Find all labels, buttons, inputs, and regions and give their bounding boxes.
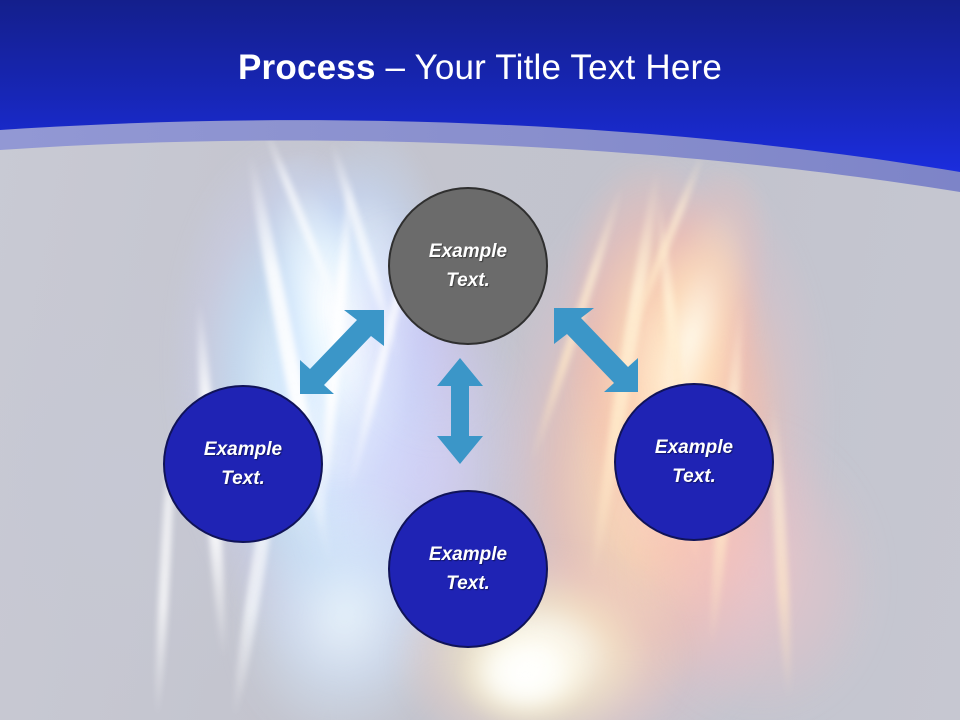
- process-node-bottom[interactable]: Example Text.: [388, 490, 548, 648]
- process-node-right[interactable]: Example Text.: [614, 383, 774, 541]
- node-label: Example Text.: [654, 437, 734, 487]
- header-shape: [0, 0, 960, 192]
- node-label: Example Text.: [428, 241, 508, 291]
- connector-top-bottom: [437, 358, 483, 464]
- process-node-top[interactable]: Example Text.: [388, 187, 548, 345]
- node-label: Example Text.: [428, 544, 508, 594]
- title-rest: Your Title Text Here: [414, 48, 722, 87]
- process-node-left[interactable]: Example Text.: [163, 385, 323, 543]
- title-separator: –: [375, 48, 415, 87]
- page-title: Process – Your Title Text Here: [0, 46, 960, 90]
- title-bold-part: Process: [238, 48, 376, 87]
- slide-header: Process – Your Title Text Here: [0, 0, 960, 210]
- connector-top-right: [554, 308, 638, 392]
- node-label: Example Text.: [203, 439, 283, 489]
- connector-top-left: [300, 310, 384, 394]
